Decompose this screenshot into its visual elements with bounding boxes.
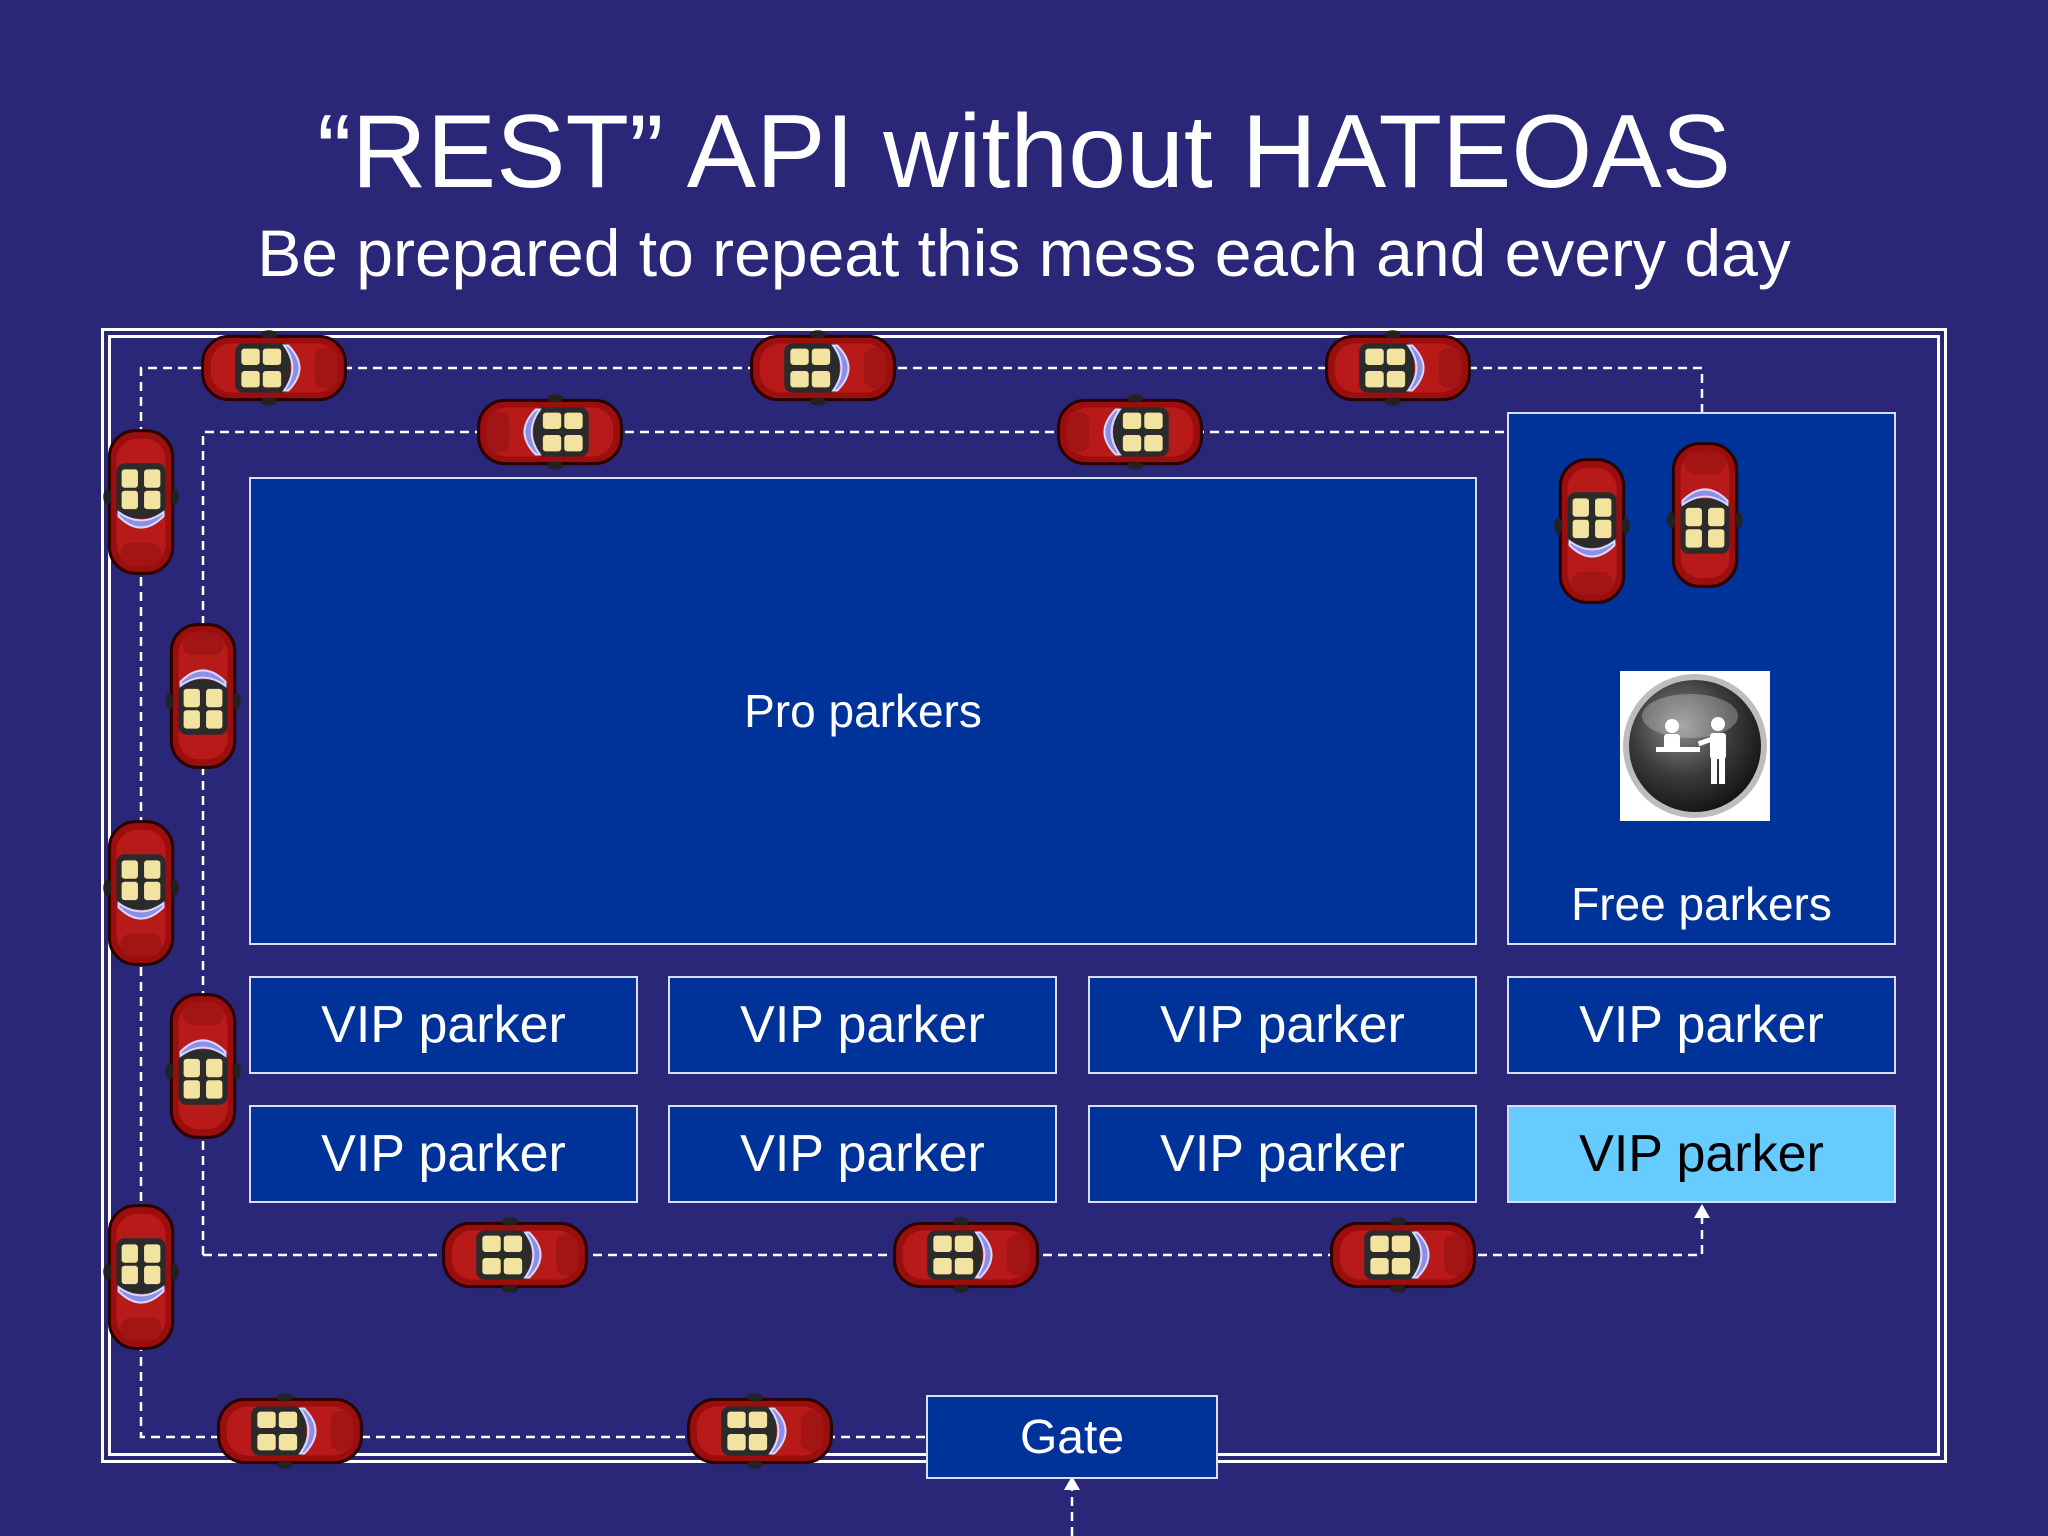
vip-parker-spot: VIP parker [1507, 976, 1896, 1074]
car-icon [1325, 328, 1471, 408]
vip-parker-spot: VIP parker [668, 1105, 1057, 1203]
car-icon [477, 392, 623, 472]
car-icon [101, 820, 181, 966]
slide-title: “REST” API without HATEOAS [316, 94, 1731, 210]
vip-parker-label: VIP parker [321, 1125, 566, 1183]
car-icon [217, 1391, 363, 1471]
vip-parker-spot-highlighted: VIP parker [1507, 1105, 1896, 1203]
gate: Gate [926, 1395, 1218, 1479]
pro-parkers-area: Pro parkers [249, 477, 1477, 945]
car-icon [1330, 1215, 1476, 1295]
pro-parkers-label: Pro parkers [744, 685, 982, 737]
inner-route-bottom-path [203, 1215, 1704, 1257]
vip-parker-spot: VIP parker [249, 1105, 638, 1203]
vip-parker-label: VIP parker [1579, 1125, 1824, 1183]
vip-parker-label: VIP parker [740, 1125, 985, 1183]
slide-subtitle: Be prepared to repeat this mess each and… [257, 216, 1791, 290]
vip-parker-spot: VIP parker [668, 976, 1057, 1074]
car-icon [1552, 458, 1632, 604]
vip-parker-label: VIP parker [321, 996, 566, 1054]
outer-route-path [139, 366, 1704, 1439]
car-icon [442, 1215, 588, 1295]
car-icon [1057, 392, 1203, 472]
vip-parker-spot: VIP parker [1088, 976, 1477, 1074]
vip-parker-spot: VIP parker [1088, 1105, 1477, 1203]
car-icon [893, 1215, 1039, 1295]
gate-label: Gate [1019, 1410, 1125, 1464]
vip-parker-label: VIP parker [1160, 996, 1405, 1054]
vip-parker-label: VIP parker [740, 996, 985, 1054]
arrow-up-icon [1694, 1204, 1710, 1218]
car-icon [101, 1204, 181, 1350]
car-icon [750, 328, 896, 408]
vip-parker-label: VIP parker [1579, 996, 1824, 1054]
car-icon [163, 623, 243, 769]
car-icon [687, 1391, 833, 1471]
car-icon [163, 993, 243, 1139]
free-parkers-label: Free parkers [1571, 878, 1832, 930]
vip-parker-label: VIP parker [1160, 1125, 1405, 1183]
car-icon [201, 328, 347, 408]
parking-attendant-icon [1620, 671, 1770, 821]
vip-parker-spot: VIP parker [249, 976, 638, 1074]
gate-arrow-up-icon [1064, 1476, 1080, 1490]
car-icon [101, 429, 181, 575]
car-icon [1665, 442, 1745, 588]
